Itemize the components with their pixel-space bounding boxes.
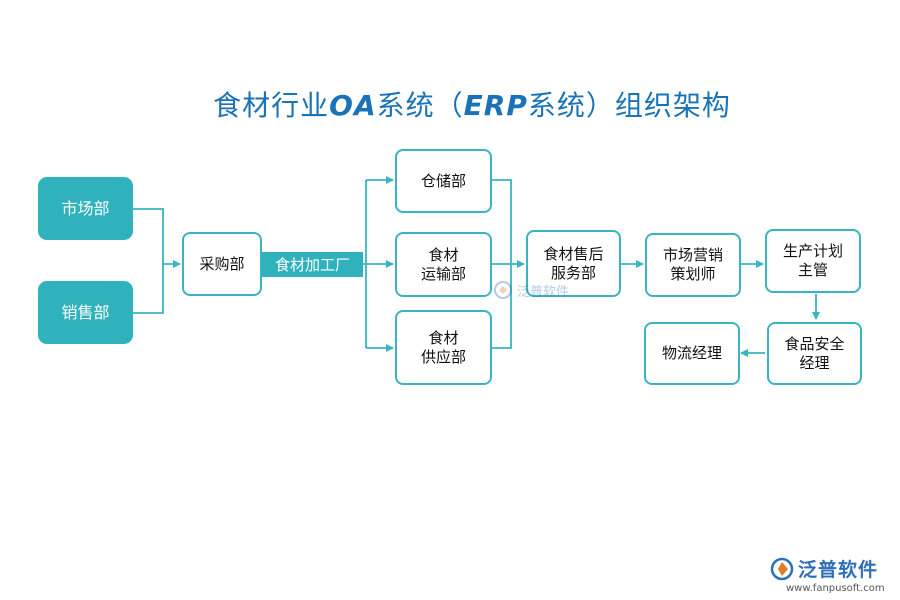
connector-sales: [133, 264, 164, 314]
brand-url: www.fanpusoft.com: [786, 583, 885, 594]
production-manager-label: 生产计划主管: [782, 242, 843, 279]
transport-dept: 食材运输部: [395, 232, 492, 297]
watermark-logo-icon: [494, 281, 512, 299]
aftersales-dept: 食材售后服务部: [526, 230, 621, 297]
logistics-manager: 物流经理: [644, 322, 740, 385]
market-dept-label: 市场部: [61, 199, 110, 218]
sales-dept: 销售部: [38, 281, 133, 344]
purchase-dept: 采购部: [182, 232, 262, 296]
purchase-dept-label: 采购部: [199, 254, 245, 273]
connector-market: [133, 208, 164, 264]
watermark-text: 泛普软件: [517, 284, 570, 300]
transport-dept-label: 食材运输部: [420, 245, 466, 283]
production-manager: 生产计划主管: [765, 229, 861, 293]
logistics-manager-label: 物流经理: [661, 344, 722, 362]
warehouse-dept-label: 仓储部: [420, 171, 466, 190]
brand-name: 泛普软件: [798, 559, 879, 581]
food-safety-manager-label: 食品安全经理: [784, 334, 845, 372]
watermark: 泛普软件: [493, 280, 569, 300]
market-dept: 市场部: [38, 177, 133, 240]
warehouse-dept: 仓储部: [395, 149, 492, 213]
sales-dept-label: 销售部: [61, 303, 110, 322]
food-factory-banner: 食材加工厂: [262, 252, 363, 277]
marketing-planner: 市场营销策划师: [645, 233, 741, 297]
marketing-planner-label: 市场营销策划师: [662, 246, 723, 283]
brand-logo: 泛普软件 www.fanpusoft.com: [770, 555, 885, 594]
aftersales-dept-label: 食材售后服务部: [543, 244, 604, 282]
supply-dept-label: 食材供应部: [420, 328, 466, 366]
brand-logo-icon: [770, 557, 794, 580]
food-factory-label: 食材加工厂: [274, 256, 350, 274]
page-title: 食材行业OA系统（ERP系统）组织架构: [213, 89, 731, 122]
food-safety-manager: 食品安全经理: [767, 322, 862, 385]
supply-dept: 食材供应部: [395, 310, 492, 385]
